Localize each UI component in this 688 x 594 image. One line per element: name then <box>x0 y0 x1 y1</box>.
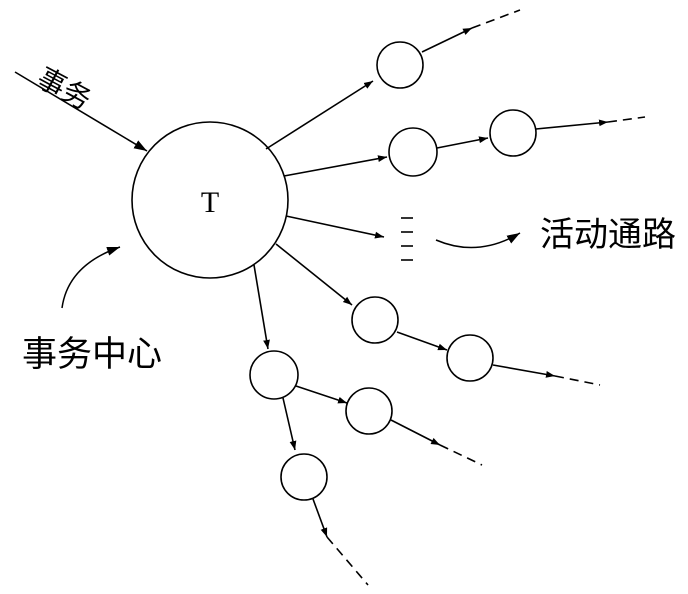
edge-t-to-node-1 <box>265 80 374 150</box>
active-path-dashes <box>401 217 413 261</box>
edge-node-2-to-node-3 <box>436 136 489 149</box>
edge-t-to-node-4 <box>275 243 353 306</box>
transaction-center-node <box>131 121 289 279</box>
dashed-continuation-8 <box>326 536 369 586</box>
dashed-continuation-7 <box>439 444 483 466</box>
edge-node-5-out <box>492 364 556 378</box>
dashed-continuation-1 <box>471 9 521 29</box>
path-node-5 <box>446 334 494 382</box>
edge-node-4-to-node-5 <box>396 331 448 351</box>
path-node-6 <box>249 350 299 400</box>
center-node-label: T <box>201 186 219 219</box>
transaction-label: 事务 <box>32 61 97 116</box>
path-node-2 <box>388 127 438 177</box>
path-node-4 <box>351 296 399 344</box>
edge-t-to-node-6 <box>253 264 270 350</box>
edge-node-6-to-node-7 <box>295 385 348 404</box>
path-node-3 <box>489 109 537 157</box>
edge-node-3-out <box>535 119 609 130</box>
edge-t-to-node-2 <box>283 155 388 177</box>
path-node-7 <box>345 387 393 435</box>
edge-node-7-out <box>390 419 441 446</box>
incoming-transaction-arrow <box>14 71 148 152</box>
active-path-label: 活动通路 <box>540 215 676 255</box>
path-node-1 <box>376 41 424 89</box>
edge-t-to-active-path <box>285 215 385 239</box>
edge-node-8-out <box>312 498 328 538</box>
edge-node-1-out <box>421 27 473 53</box>
transaction-center-label: 事务中心 <box>22 335 162 375</box>
center-label-curved-arrow <box>61 246 121 309</box>
path-node-8 <box>280 453 328 501</box>
dashed-continuation-3 <box>607 116 646 123</box>
edge-node-6-to-node-8 <box>282 397 297 451</box>
dashed-continuation-5 <box>554 375 601 386</box>
active-path-curved-arrow <box>435 232 521 249</box>
